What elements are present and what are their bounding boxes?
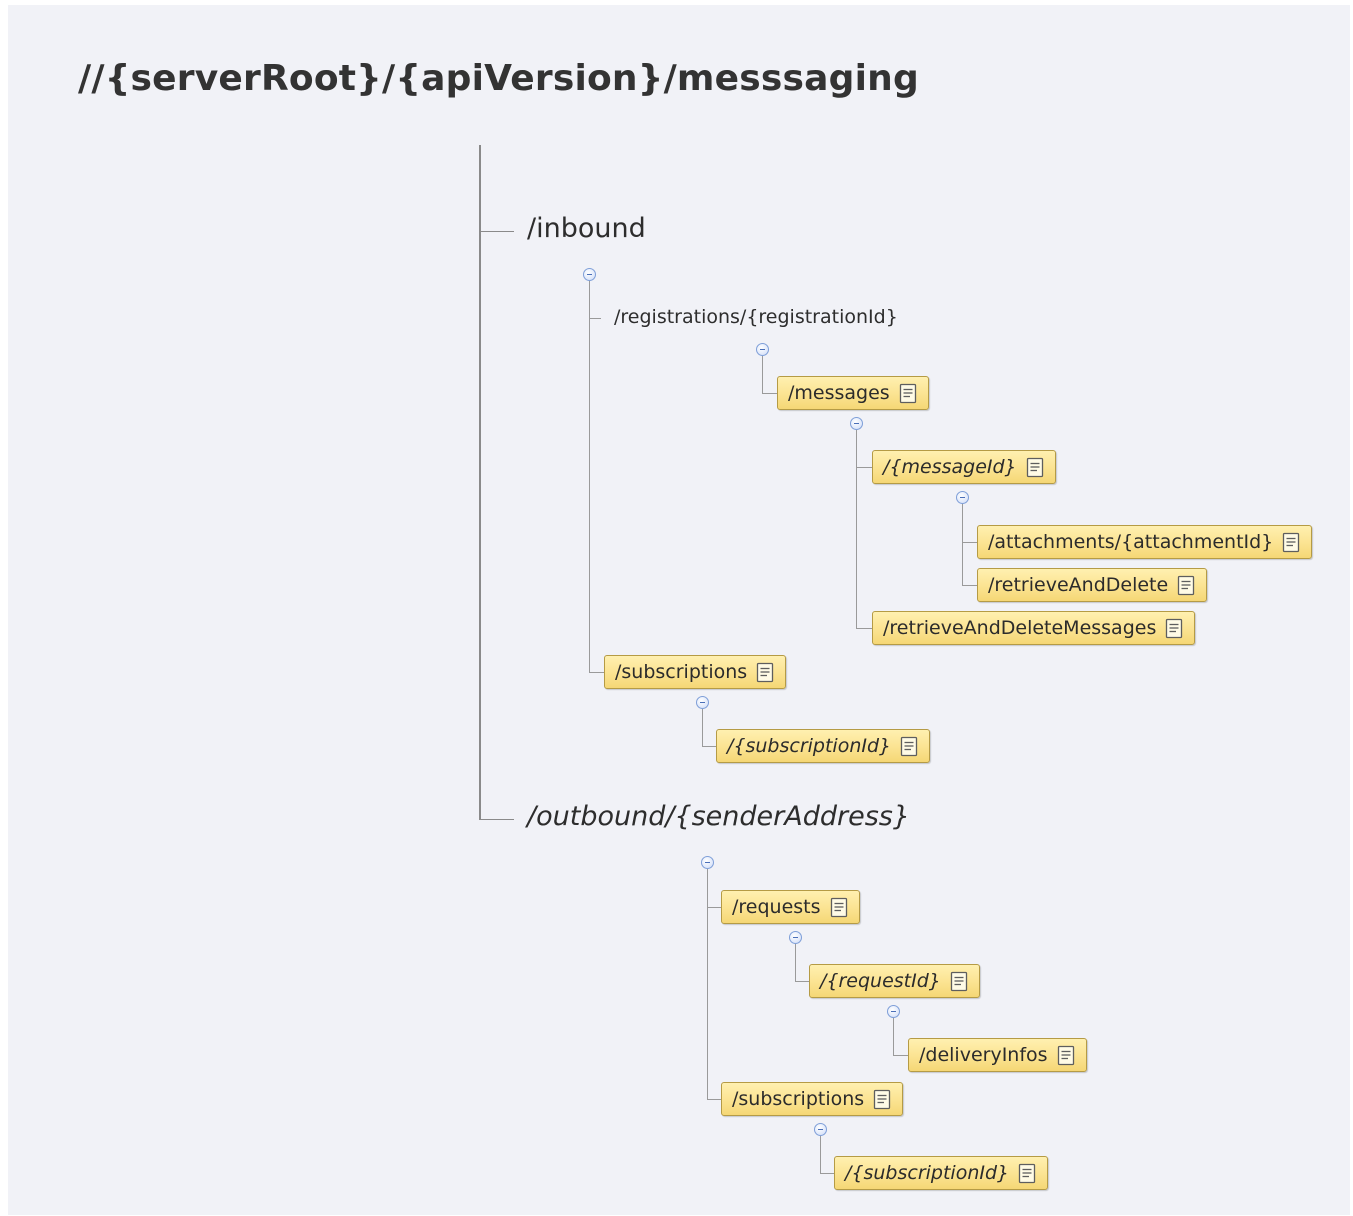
- requests-node[interactable]: /requests: [721, 890, 860, 924]
- delivery-infos-node[interactable]: /deliveryInfos: [908, 1038, 1087, 1072]
- messages-branch-line: [762, 393, 778, 394]
- inbound-subscription-id-node-label: /{subscriptionId}: [727, 735, 892, 757]
- note-icon[interactable]: [950, 971, 969, 992]
- requests-children-line: [795, 944, 796, 982]
- note-icon[interactable]: [830, 897, 849, 918]
- request-id-branch-line: [795, 981, 809, 982]
- outbound-subscriptions-node-label: /subscriptions: [732, 1088, 865, 1110]
- requests-branch-line: [707, 907, 722, 908]
- retrieve-and-delete-branch-line: [962, 585, 978, 586]
- outbound-topic[interactable]: /outbound/{senderAddress}: [527, 801, 911, 832]
- retrieve-and-delete-messages-branch-line: [856, 628, 873, 629]
- retrieve-and-delete-node[interactable]: /retrieveAndDelete: [977, 568, 1208, 602]
- outbound-subscription-id-branch-line: [820, 1173, 835, 1174]
- messages-collapse-icon[interactable]: [850, 417, 863, 430]
- inbound-children-line: [589, 281, 590, 673]
- note-icon[interactable]: [900, 736, 919, 757]
- request-id-children-line: [893, 1018, 894, 1056]
- retrieve-and-delete-messages-node[interactable]: /retrieveAndDeleteMessages: [872, 611, 1196, 645]
- root-topic-title: //{serverRoot}/{apiVersion}/messsaging: [78, 58, 919, 99]
- outbound-subscriptions-children-line: [820, 1136, 821, 1174]
- root-trunk-line: [479, 145, 481, 820]
- outbound-children-line: [707, 869, 708, 1100]
- requests-node-label: /requests: [732, 896, 821, 918]
- delivery-infos-branch-line: [893, 1055, 909, 1056]
- note-icon[interactable]: [1026, 457, 1045, 478]
- note-icon[interactable]: [1177, 575, 1196, 596]
- note-icon[interactable]: [1018, 1163, 1037, 1184]
- attachments-node[interactable]: /attachments/{attachmentId}: [977, 525, 1313, 559]
- messages-node-label: /messages: [788, 382, 890, 404]
- outbound-subscriptions-branch-line: [707, 1099, 722, 1100]
- mindmap-canvas: [8, 5, 1350, 1215]
- inbound-topic[interactable]: /inbound: [527, 213, 646, 244]
- inbound-branch-line: [479, 231, 514, 232]
- inbound-subscriptions-branch-line: [589, 672, 605, 673]
- inbound-collapse-icon[interactable]: [583, 268, 596, 281]
- note-icon[interactable]: [756, 662, 775, 683]
- note-icon[interactable]: [899, 383, 918, 404]
- registrations-branch-line: [589, 318, 601, 319]
- registrations-collapse-icon[interactable]: [756, 343, 769, 356]
- outbound-collapse-icon[interactable]: [701, 856, 714, 869]
- note-icon[interactable]: [873, 1089, 892, 1110]
- inbound-subscriptions-collapse-icon[interactable]: [696, 696, 709, 709]
- inbound-subscription-id-branch-line: [702, 746, 717, 747]
- message-id-node-label: /{messageId}: [883, 456, 1017, 478]
- request-id-collapse-icon[interactable]: [887, 1005, 900, 1018]
- inbound-subscriptions-children-line: [702, 709, 703, 747]
- inbound-subscriptions-node-label: /subscriptions: [615, 661, 748, 683]
- message-id-node[interactable]: /{messageId}: [872, 450, 1056, 484]
- retrieve-and-delete-node-label: /retrieveAndDelete: [988, 574, 1169, 596]
- attachments-node-label: /attachments/{attachmentId}: [988, 531, 1274, 553]
- outbound-subscription-id-node[interactable]: /{subscriptionId}: [834, 1156, 1049, 1190]
- registrations-topic[interactable]: /registrations/{registrationId}: [614, 306, 898, 328]
- inbound-subscriptions-node[interactable]: /subscriptions: [604, 655, 787, 689]
- outbound-subscriptions-node[interactable]: /subscriptions: [721, 1082, 904, 1116]
- messages-node[interactable]: /messages: [777, 376, 929, 410]
- delivery-infos-node-label: /deliveryInfos: [919, 1044, 1048, 1066]
- requests-collapse-icon[interactable]: [789, 931, 802, 944]
- registrations-children-line: [762, 356, 763, 394]
- inbound-subscription-id-node[interactable]: /{subscriptionId}: [716, 729, 931, 763]
- attachments-branch-line: [962, 542, 978, 543]
- outbound-subscriptions-collapse-icon[interactable]: [814, 1123, 827, 1136]
- message-id-branch-line: [856, 467, 873, 468]
- retrieve-and-delete-messages-node-label: /retrieveAndDeleteMessages: [883, 617, 1157, 639]
- outbound-branch-line: [479, 819, 514, 820]
- messages-children-line: [856, 430, 857, 629]
- note-icon[interactable]: [1282, 532, 1301, 553]
- outbound-subscription-id-node-label: /{subscriptionId}: [845, 1162, 1010, 1184]
- request-id-node-label: /{requestId}: [820, 970, 941, 992]
- request-id-node[interactable]: /{requestId}: [809, 964, 980, 998]
- note-icon[interactable]: [1057, 1045, 1076, 1066]
- message-id-children-line: [962, 504, 963, 586]
- note-icon[interactable]: [1165, 618, 1184, 639]
- message-id-collapse-icon[interactable]: [956, 491, 969, 504]
